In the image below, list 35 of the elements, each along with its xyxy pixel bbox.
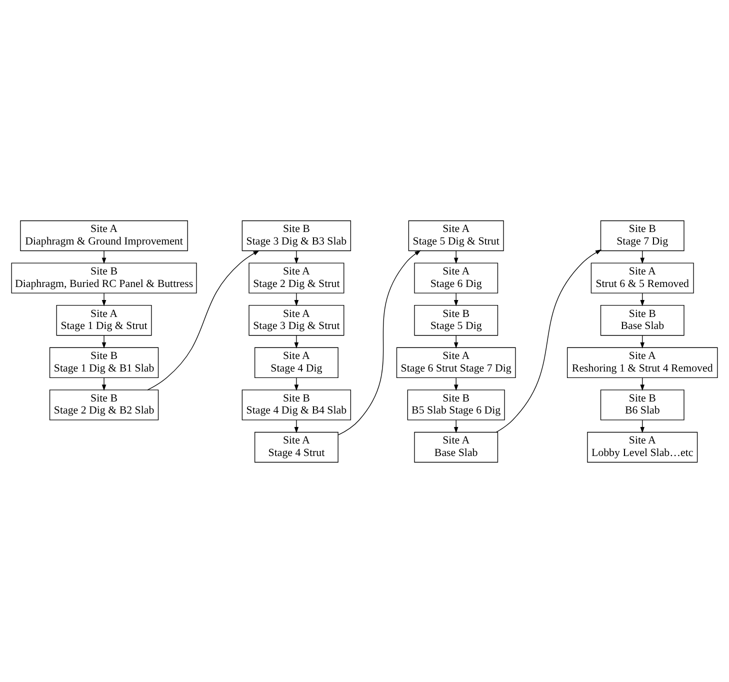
node-box: Site A Stage 3 Dig & Strut	[248, 304, 344, 336]
node-box: Site B Stage 2 Dig & B2 Slab	[49, 389, 159, 420]
arrow	[294, 334, 299, 348]
node-box: Site B B5 Slab Stage 6 Dig	[407, 389, 505, 420]
arrow	[294, 377, 299, 390]
node-box: Site B Stage 3 Dig & B3 Slab	[242, 220, 352, 251]
node-box: Site A Strut 6 & 5 Removed	[590, 262, 694, 293]
arrow	[102, 334, 106, 348]
arrow	[147, 250, 260, 390]
node-box: Site A Lobby Level Slab…etc	[587, 431, 698, 462]
arrow	[102, 377, 106, 390]
arrow	[496, 249, 602, 432]
node-box: Site A Stage 4 Dig	[254, 346, 338, 378]
arrow	[294, 419, 299, 433]
node-box: Site B Diaphragm, Buried RC Panel & Buttress	[11, 262, 197, 293]
node-box: Site A Stage 6 Strut Stage 7 Dig	[396, 346, 516, 378]
node-box: Site B Stage 7 Dig	[600, 220, 684, 251]
node-box: Site A Base Slab	[414, 431, 498, 462]
arrow	[294, 250, 299, 264]
node-box: Site B Stage 5 Dig	[414, 304, 498, 336]
arrow	[294, 292, 299, 306]
node-box: Site A Stage 5 Dig & Strut	[408, 220, 504, 251]
arrow	[102, 250, 106, 264]
node-box: Site A Stage 6 Dig	[414, 262, 498, 293]
node-box: Site A Stage 4 Strut	[254, 431, 338, 462]
node-box: Site B Base Slab	[600, 304, 684, 336]
node-box: Site B Stage 1 Dig & B1 Slab	[49, 346, 159, 378]
arrow	[338, 250, 421, 435]
arrow	[102, 292, 106, 306]
node-box: Site A Reshoring 1 & Strut 4 Removed	[566, 346, 718, 378]
node-box: Site B B6 Slab	[600, 389, 684, 420]
node-box: Site A Diaphragm & Ground Improvement	[20, 220, 188, 251]
node-box: Site A Stage 2 Dig & Strut	[248, 262, 344, 293]
node-box: Site B Stage 4 Dig & B4 Slab	[242, 389, 352, 420]
node-box: Site A Stage 1 Dig & Strut	[56, 304, 152, 336]
